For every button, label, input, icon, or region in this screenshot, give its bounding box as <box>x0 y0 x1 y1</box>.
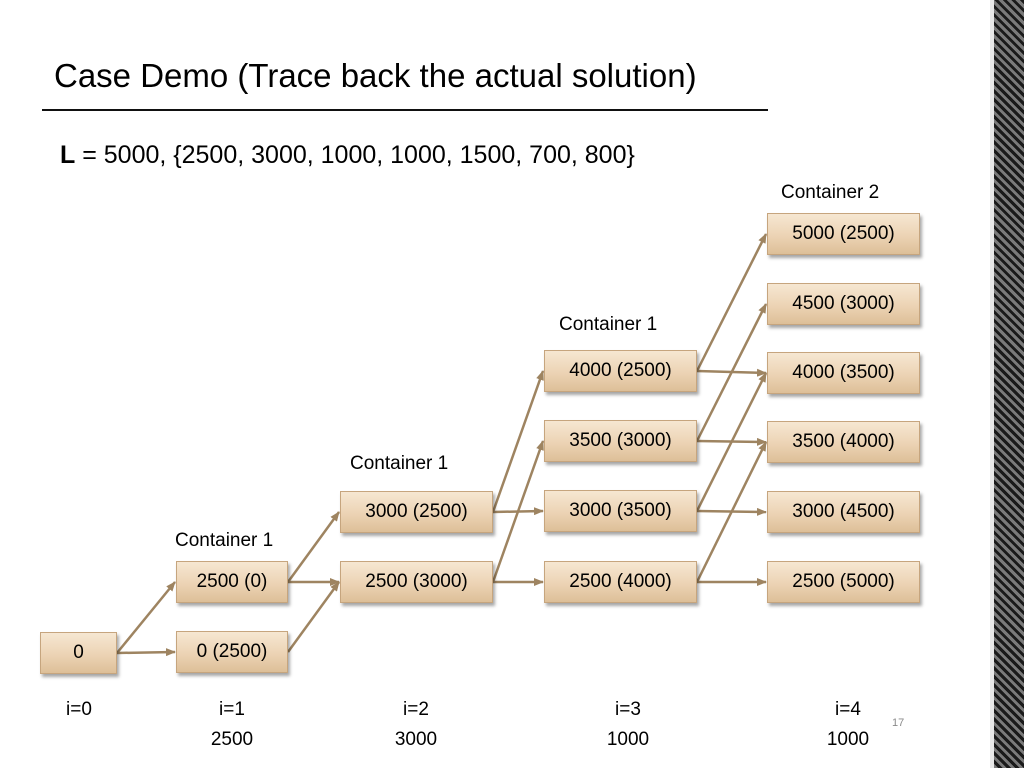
stage-value: 2500 <box>210 729 254 750</box>
node-stage3-3500: 3500 (3000) <box>544 420 697 462</box>
node-stage4-5000: 5000 (2500) <box>767 213 920 255</box>
edge-s2_2500-to-s3_3500 <box>491 440 545 583</box>
stage-index: i=0 <box>66 699 92 720</box>
stage-value: 1000 <box>826 729 870 750</box>
node-stage3-4000: 4000 (2500) <box>544 350 697 392</box>
stage-label-3: i=3 1000 <box>583 695 673 755</box>
edge-s2_3000-to-s3_4000 <box>491 370 545 513</box>
edge-s1_0-to-s2_2500 <box>286 581 341 653</box>
stage-label-4: i=4 1000 <box>803 695 893 755</box>
node-stage3-3000: 3000 (3500) <box>544 490 697 532</box>
edge-s3_2500-to-s4_3500 <box>695 441 768 583</box>
stage-index: i=2 <box>403 699 429 720</box>
edge-s3_4000-to-s4_5000 <box>695 233 768 372</box>
container-label-stage2: Container 1 <box>350 453 449 474</box>
node-stage0-0: 0 <box>40 632 117 674</box>
stage-index: i=4 <box>835 699 861 720</box>
stage-index: i=3 <box>615 699 641 720</box>
page-number: 17 <box>892 717 905 729</box>
stage-label-1: i=1 2500 <box>187 695 277 755</box>
edge-s3_3500-to-s4_4500 <box>695 303 768 442</box>
edge-s1_2500-to-s2_3000 <box>286 511 341 583</box>
container-label-stage4: Container 2 <box>781 182 880 203</box>
node-stage4-4000: 4000 (3500) <box>767 352 920 394</box>
problem-variable: L <box>60 141 76 169</box>
problem-statement: L = 5000, {2500, 3000, 1000, 1000, 1500,… <box>60 139 635 171</box>
edge-s3_3000-to-s4_4000 <box>695 372 768 512</box>
stage-label-0: i=0 <box>34 695 124 725</box>
node-stage4-3500: 3500 (4000) <box>767 421 920 463</box>
node-stage4-3000: 3000 (4500) <box>767 491 920 533</box>
node-stage4-2500: 2500 (5000) <box>767 561 920 603</box>
decorative-side-band <box>990 0 1024 768</box>
stage-index: i=1 <box>219 699 245 720</box>
container-label-stage1: Container 1 <box>175 530 274 551</box>
node-stage2-3000: 3000 (2500) <box>340 491 493 533</box>
container-label-stage3: Container 1 <box>559 314 658 335</box>
stage-label-2: i=2 3000 <box>371 695 461 755</box>
edge-s0_0-to-s1_0 <box>116 648 176 657</box>
edge-s0_0-to-s1_2500 <box>116 581 176 654</box>
node-stage4-4500: 4500 (3000) <box>767 283 920 325</box>
edge-layer <box>116 233 768 657</box>
stage-value: 3000 <box>394 729 438 750</box>
node-stage1-0: 0 (2500) <box>176 631 288 673</box>
title-underline <box>42 109 768 111</box>
node-stage2-2500: 2500 (3000) <box>340 561 493 603</box>
node-stage1-2500: 2500 (0) <box>176 561 288 603</box>
node-stage3-2500: 2500 (4000) <box>544 561 697 603</box>
slide: Case Demo (Trace back the actual solutio… <box>34 57 920 755</box>
stage-value: 1000 <box>606 729 650 750</box>
slide-title: Case Demo (Trace back the actual solutio… <box>54 57 697 94</box>
problem-values: = 5000, {2500, 3000, 1000, 1000, 1500, 7… <box>75 141 635 169</box>
